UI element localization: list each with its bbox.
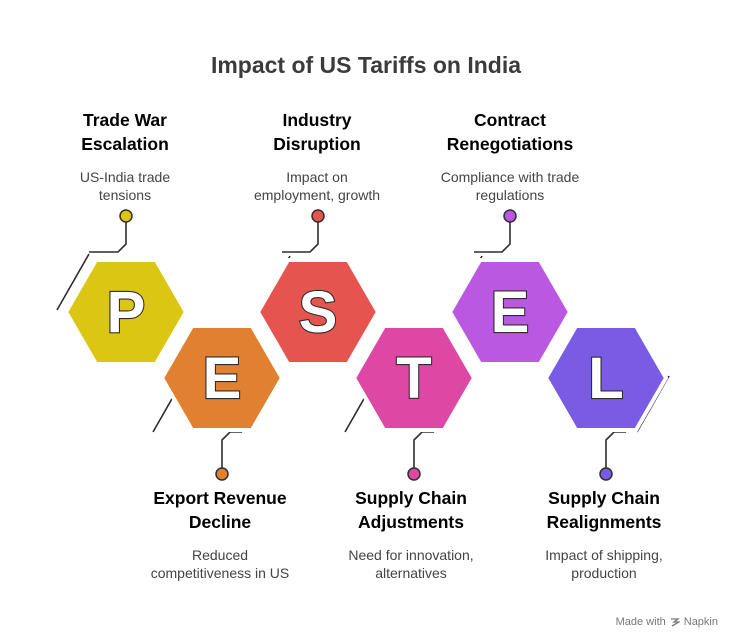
- connector-dot: [311, 209, 325, 223]
- item-desc-industry: Impact on employment, growth: [222, 168, 412, 204]
- hexagon-p: [63, 258, 189, 366]
- item-title-line: Realignments: [546, 512, 662, 532]
- item-desc-line: Impact on: [286, 169, 348, 185]
- item-desc-line: Need for innovation,: [348, 547, 474, 563]
- hexagon-letter: E: [491, 280, 530, 345]
- item-desc-line: alternatives: [375, 565, 447, 581]
- item-title-line: Adjustments: [358, 512, 464, 532]
- connector-line: [282, 216, 319, 253]
- connector-dot: [503, 209, 517, 223]
- item-title-export: Export Revenue Decline: [125, 486, 315, 534]
- item-title-line: Decline: [188, 512, 252, 532]
- item-title-line: Escalation: [81, 134, 169, 154]
- hexagon-letter: L: [588, 346, 623, 411]
- connector-line: [413, 431, 434, 474]
- item-desc-contract: Compliance with trade regulations: [415, 168, 605, 204]
- hexagon-letter: P: [107, 280, 146, 345]
- connector-dot: [407, 467, 421, 481]
- item-title-line: Renegotiations: [446, 134, 574, 154]
- item-desc-line: production: [571, 565, 637, 581]
- connector-line: [89, 216, 127, 253]
- connector-dot: [599, 467, 613, 481]
- connector-line: [474, 216, 511, 253]
- item-title-line: Trade War: [83, 110, 167, 130]
- item-desc-line: US-India trade: [79, 169, 171, 185]
- item-title-line: Supply Chain: [548, 488, 660, 508]
- item-desc-supply-realign: Impact of shipping, production: [509, 546, 699, 582]
- hexagon-letter: S: [299, 280, 338, 345]
- item-desc-line: regulations: [475, 187, 545, 203]
- hexagon-e: [447, 258, 573, 366]
- item-title-supply-adjust: Supply Chain Adjustments: [316, 486, 506, 534]
- item-title-line: Export Revenue: [153, 488, 287, 508]
- hexagon-s: [255, 258, 381, 366]
- footer-brand: Napkin: [683, 616, 718, 628]
- connector-dot: [215, 467, 229, 481]
- item-title-line: Industry: [282, 110, 352, 130]
- item-title-contract: Contract Renegotiations: [415, 108, 605, 156]
- connector-line: [605, 431, 626, 474]
- item-desc-line: competitiveness in US: [150, 565, 290, 581]
- item-title-trade-war: Trade War Escalation: [30, 108, 220, 156]
- connector-line: [221, 431, 242, 474]
- napkin-icon: [670, 618, 680, 627]
- hexagon-t: [351, 324, 477, 432]
- outline-segment: [56, 253, 90, 311]
- item-title-industry: Industry Disruption: [222, 108, 412, 156]
- item-desc-line: Reduced: [191, 547, 249, 563]
- footer-made-with: Made with: [615, 616, 666, 628]
- item-desc-line: tensions: [98, 187, 152, 203]
- item-desc-export: Reduced competitiveness in US: [125, 546, 315, 582]
- hexagon-letter: T: [396, 346, 431, 411]
- connector-dot: [119, 209, 133, 223]
- item-desc-line: employment, growth: [253, 187, 381, 203]
- page-title: Impact of US Tariffs on India: [210, 52, 522, 78]
- item-desc-line: Impact of shipping,: [545, 547, 663, 563]
- hexagon-e: [159, 324, 285, 432]
- footer: Made with Napkin: [616, 616, 718, 628]
- item-desc-line: Compliance with trade: [440, 169, 580, 185]
- item-desc-supply-adjust: Need for innovation, alternatives: [316, 546, 506, 582]
- hexagon-letter: E: [203, 346, 242, 411]
- hexagon-l: [543, 324, 669, 432]
- item-desc-trade-war: US-India trade tensions: [30, 168, 220, 204]
- item-title-line: Supply Chain: [355, 488, 467, 508]
- item-title-line: Contract: [474, 110, 546, 130]
- item-title-supply-realign: Supply Chain Realignments: [509, 486, 699, 534]
- item-title-line: Disruption: [273, 134, 361, 154]
